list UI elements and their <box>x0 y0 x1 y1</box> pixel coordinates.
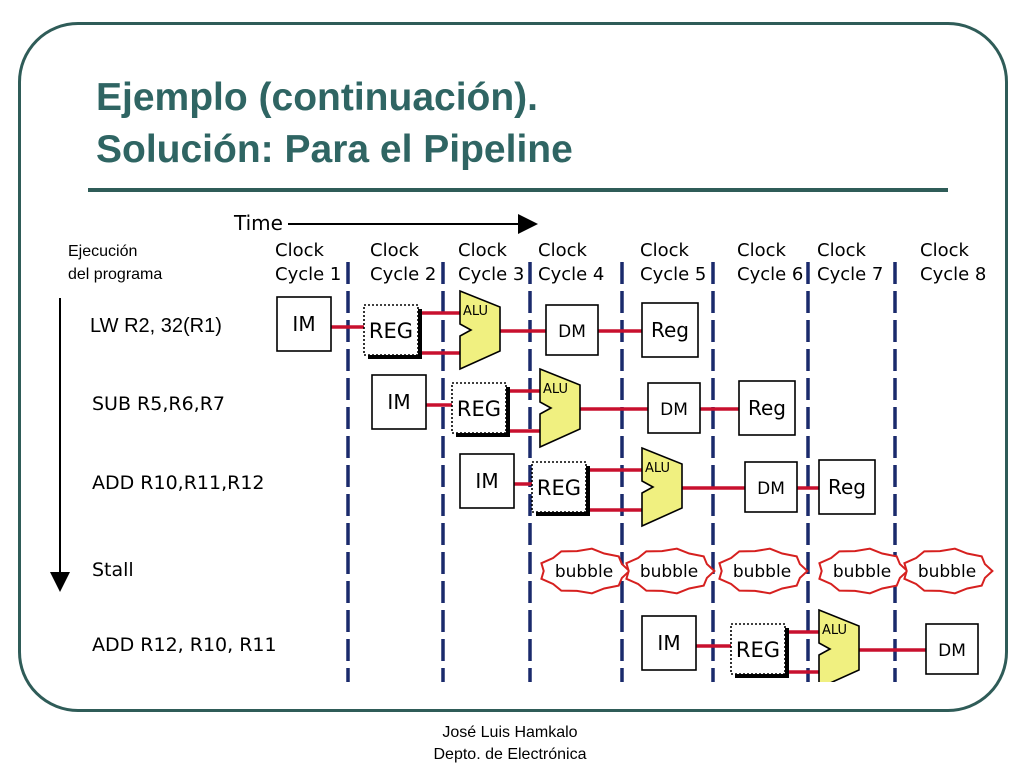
slide-footer: José Luis Hamkalo Depto. de Electrónica <box>380 722 640 766</box>
dm-label: DM <box>558 322 586 342</box>
alu-shape <box>641 446 683 528</box>
wb-label: Reg <box>748 396 786 420</box>
dm-box <box>647 382 701 434</box>
cycle-header-line2: Cycle 2 <box>370 264 436 285</box>
bubble-label: bubble <box>833 562 891 582</box>
cycle-header-line2: Cycle 3 <box>458 264 524 285</box>
bubble-outline <box>540 547 631 595</box>
instruction-label: ADD R10,R11,R12 <box>92 472 265 494</box>
bubble-label: bubble <box>733 562 791 582</box>
reg-label: REG <box>537 476 581 500</box>
bubble-label: bubble <box>918 562 976 582</box>
im-label: IM <box>657 631 680 655</box>
bubble-outline <box>718 547 809 595</box>
im-box <box>371 374 427 430</box>
wb-box <box>738 380 796 436</box>
im-box <box>459 453 515 509</box>
bubble-outline <box>625 547 716 595</box>
dm-label: DM <box>757 479 785 499</box>
footer-department: Depto. de Electrónica <box>433 746 587 763</box>
dm-box <box>744 461 798 513</box>
reg-box <box>451 382 507 434</box>
cycle-header-line1: Clock <box>640 240 689 261</box>
instruction-label: Stall <box>92 559 134 581</box>
cycle-header-line1: Clock <box>538 240 587 261</box>
im-label: IM <box>292 312 315 336</box>
time-label: Time <box>233 211 283 235</box>
im-box <box>641 615 697 671</box>
reg-box <box>730 623 786 675</box>
reg-label: REG <box>457 397 501 421</box>
dm-box <box>545 304 599 356</box>
dm-label: DM <box>938 641 966 661</box>
cycle-header-line1: Clock <box>275 240 324 261</box>
reg-label: REG <box>369 319 413 343</box>
dm-box <box>925 623 979 675</box>
cycle-header-line1: Clock <box>370 240 419 261</box>
wb-label: Reg <box>828 475 866 499</box>
cycle-header-line1: Clock <box>920 240 969 261</box>
wb-box <box>818 459 876 515</box>
cycle-header-line2: Cycle 1 <box>275 264 341 285</box>
reg-box <box>363 304 419 356</box>
instruction-label: SUB R5,R6,R7 <box>92 393 225 415</box>
alu-label: ALU <box>543 382 568 397</box>
cycle-header-line1: Clock <box>458 240 507 261</box>
cycle-header-line2: Cycle 8 <box>920 264 986 285</box>
cycle-header-line1: Clock <box>817 240 866 261</box>
im-label: IM <box>475 469 498 493</box>
slide-frame <box>18 22 1008 712</box>
alu-label: ALU <box>645 461 670 476</box>
alu-shape <box>459 289 501 371</box>
bubble-label: bubble <box>555 562 613 582</box>
title-line-2: Solución: Para el Pipeline <box>96 128 573 171</box>
title-line-1: Ejemplo (continuación). <box>96 76 539 119</box>
alu-shape <box>539 367 581 449</box>
title-underline <box>88 188 948 192</box>
cycle-header-line2: Cycle 4 <box>538 264 604 285</box>
program-label-line-2: del programa <box>68 266 162 283</box>
instruction-label: LW R2, 32(R1) <box>90 315 222 337</box>
bubble-outline <box>903 547 994 595</box>
footer-author: José Luis Hamkalo <box>442 724 578 741</box>
reg-label: REG <box>736 638 780 662</box>
im-box <box>276 296 332 352</box>
cycle-header-line2: Cycle 5 <box>640 264 706 285</box>
alu-shape <box>818 608 860 682</box>
cycle-header-line1: Clock <box>737 240 786 261</box>
alu-label: ALU <box>463 304 488 319</box>
cycle-header-line2: Cycle 7 <box>817 264 883 285</box>
slide-title: Ejemplo (continuación). Solución: Para e… <box>96 72 573 176</box>
instruction-label: ADD R12, R10, R11 <box>92 634 277 656</box>
dm-label: DM <box>660 400 688 420</box>
program-label-line-1: Ejecución <box>68 243 137 260</box>
reg-box <box>531 461 587 513</box>
cycle-header-line2: Cycle 6 <box>737 264 803 285</box>
bubble-outline <box>818 547 909 595</box>
wb-box <box>641 302 699 358</box>
alu-label: ALU <box>822 623 847 638</box>
bubble-label: bubble <box>640 562 698 582</box>
wb-label: Reg <box>651 318 689 342</box>
im-label: IM <box>387 390 410 414</box>
